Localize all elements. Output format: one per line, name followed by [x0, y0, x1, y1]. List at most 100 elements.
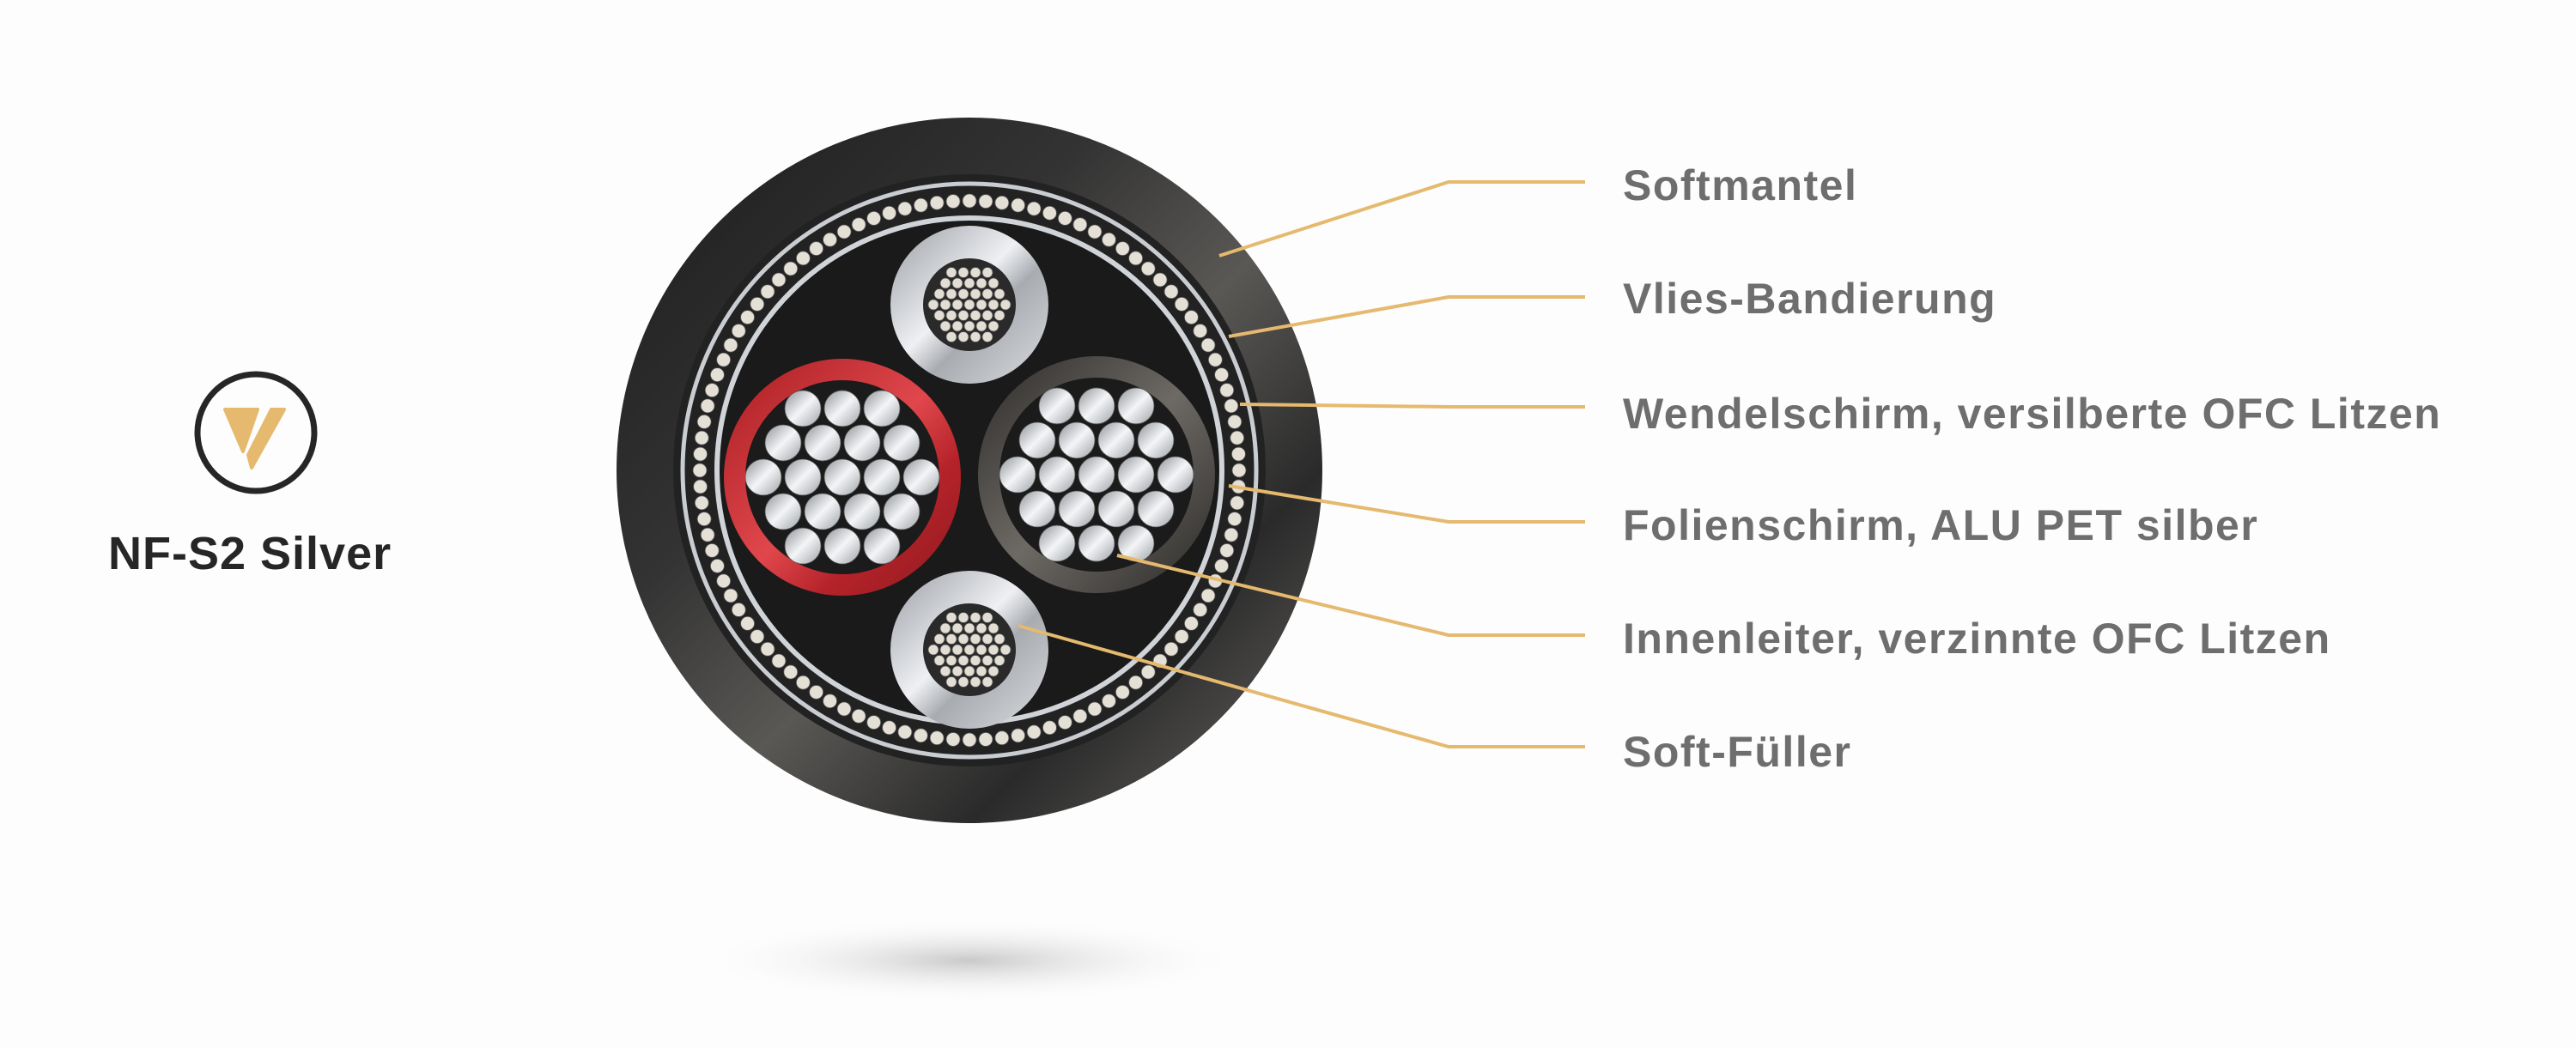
filler-strand: [975, 644, 987, 656]
filler-strand: [957, 267, 969, 278]
braid-strand: [723, 337, 738, 353]
filler-strand: [981, 310, 993, 321]
braid-strand: [1224, 398, 1239, 414]
filler-strand: [951, 299, 963, 311]
leader-line-softmantel: [1218, 180, 1585, 257]
filler-strand: [987, 277, 999, 289]
braid-strand: [693, 479, 708, 494]
filler-strand: [951, 665, 963, 677]
braid-strand: [710, 367, 725, 383]
filler-strand: [963, 644, 975, 656]
braid-strand: [1128, 675, 1144, 690]
braid-strand: [694, 430, 709, 445]
conductor-strand: [883, 424, 920, 462]
filler-strand: [927, 299, 939, 311]
conductor-strand: [823, 390, 861, 427]
braid-strand: [783, 261, 799, 276]
conductor-strand: [863, 458, 901, 496]
conductor-strand: [1117, 456, 1155, 494]
braid-strand: [1184, 615, 1199, 631]
filler-strand: [981, 655, 993, 666]
braid-strand: [851, 217, 866, 233]
filler-strand: [945, 331, 957, 342]
filler-strand: [975, 665, 987, 677]
braid-strand: [696, 414, 712, 429]
conductor-strand: [1078, 456, 1115, 494]
braid-strand: [836, 224, 852, 239]
conductor-strand: [999, 456, 1036, 494]
braid-strand: [1072, 708, 1088, 724]
filler-strand: [987, 644, 999, 656]
filler-strand: [957, 310, 969, 321]
filler-top: [890, 226, 1048, 384]
conductor-strand: [863, 527, 901, 565]
filler-strand: [993, 655, 1005, 666]
braid-strand: [795, 675, 811, 690]
filler-strand: [957, 676, 969, 688]
filler-strand: [993, 310, 1005, 321]
conductor-strand: [1157, 456, 1194, 494]
filler-strand: [939, 622, 951, 634]
filler-strand: [981, 331, 993, 342]
leader-line-innenleiter: [1116, 554, 1585, 637]
braid-strand: [760, 641, 775, 657]
conductor-strand: [804, 424, 841, 462]
braid-strand: [866, 715, 882, 730]
filler-strand: [999, 299, 1012, 311]
conductor-strand: [1137, 421, 1175, 459]
braid-strand: [1224, 527, 1239, 542]
filler-strand: [981, 633, 993, 645]
v-logo-left: [223, 408, 259, 453]
braid-strand: [823, 694, 837, 709]
filler-strand: [963, 665, 975, 677]
braid-strand: [1011, 197, 1026, 213]
conductor-strand: [1078, 387, 1115, 425]
braid-strand: [962, 732, 977, 748]
filler-bottom: [890, 571, 1048, 729]
braid-strand: [710, 558, 725, 573]
braid-strand: [1057, 715, 1072, 730]
braid-strand: [1174, 296, 1189, 312]
conductor-strand: [1038, 456, 1076, 494]
conductor-strand: [823, 458, 861, 496]
braid-strand: [809, 241, 824, 256]
braid-strand: [696, 512, 712, 527]
filler-strand: [951, 277, 963, 289]
label-softmantel: Softmantel: [1623, 161, 1858, 209]
braid-strand: [1140, 261, 1156, 276]
inner-conductor-red: [724, 359, 961, 596]
filler-strand: [969, 633, 981, 645]
label-soft-fueller: Soft-Füller: [1623, 728, 1852, 776]
v-logo-right: [246, 408, 286, 469]
braid-strand: [1042, 720, 1057, 736]
filler-strand: [987, 320, 999, 332]
braid-strand: [771, 272, 787, 288]
conductor-strand: [883, 493, 920, 530]
filler-strand: [957, 633, 969, 645]
conductor-strand: [784, 390, 822, 427]
braid-strand: [1230, 495, 1245, 511]
filler-strand: [951, 622, 963, 634]
conductor-strand: [1018, 490, 1056, 528]
filler-strand: [945, 310, 957, 321]
leader-line-soft-fueller: [1018, 624, 1585, 748]
filler-strand: [987, 299, 999, 311]
braid-strand: [851, 708, 866, 724]
filler-strand: [975, 320, 987, 332]
braid-strand: [1184, 310, 1199, 325]
filler-strand: [981, 267, 993, 278]
filler-strand: [927, 644, 939, 656]
filler-strand: [981, 676, 993, 688]
braid-strand: [692, 463, 708, 478]
braid-strand: [1214, 367, 1229, 383]
filler-strand: [993, 633, 1005, 645]
braid-strand: [945, 732, 961, 747]
leader-line-wendelschirm: [1239, 403, 1585, 409]
braid-strand: [1231, 463, 1247, 478]
filler-strand: [939, 299, 951, 311]
conductor-strand: [1018, 421, 1056, 459]
conductor-strand: [1038, 524, 1076, 562]
braid-strand: [1087, 701, 1103, 717]
braid-strand: [1140, 664, 1156, 680]
